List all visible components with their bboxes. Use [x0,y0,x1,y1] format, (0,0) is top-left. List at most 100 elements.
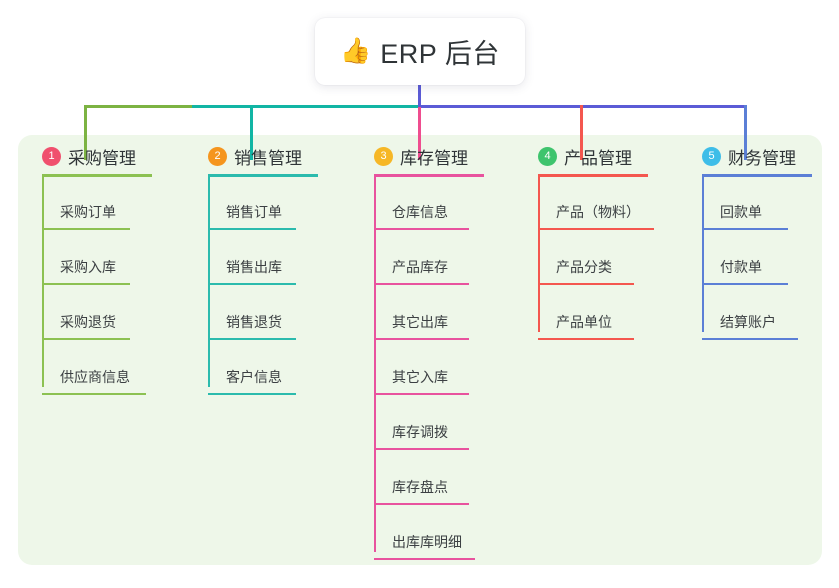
column-product-header-rule [538,174,648,177]
stub-purchase [84,105,87,160]
index-badge-icon: 4 [538,146,557,166]
stub-sales [250,105,253,160]
root-node-content: 👍 ERP 后台 [340,32,500,71]
column-inventory-spine [374,177,376,552]
index-badge-icon: 5 [702,146,721,166]
list-item-rule [374,228,469,230]
list-item-label: 库存调拨 [392,424,448,440]
list-item-label: 其它出库 [392,314,448,330]
list-item-rule [208,283,296,285]
list-item-rule [208,338,296,340]
list-item-label: 供应商信息 [60,369,130,385]
list-item-label: 回款单 [720,204,762,220]
list-item[interactable]: 销售出库 [202,232,318,287]
list-item[interactable]: 采购订单 [36,177,152,232]
list-item-label: 付款单 [720,259,762,275]
stub-inventory [418,105,421,160]
column-finance-title: 财务管理 [728,148,796,168]
column-sales-title: 销售管理 [234,148,302,168]
root-node-title: ERP 后台 [380,39,500,69]
list-item[interactable]: 采购退货 [36,287,152,342]
stub-finance [744,105,747,160]
list-item-rule [538,228,654,230]
list-item-label: 结算账户 [720,314,776,330]
column-finance-spine [702,177,704,332]
list-item-rule [208,228,296,230]
list-item-rule [374,558,475,560]
column-purchase-header-rule [42,174,152,177]
column-purchase-title: 采购管理 [68,148,136,168]
list-item-rule [374,338,469,340]
list-item[interactable]: 销售退货 [202,287,318,342]
list-item-label: 销售出库 [226,259,282,275]
list-item-label: 采购订单 [60,204,116,220]
list-item[interactable]: 其它出库 [368,287,484,342]
list-item-rule [374,448,469,450]
list-item-label: 出库库明细 [392,534,462,550]
list-item[interactable]: 付款单 [696,232,812,287]
list-item[interactable]: 客户信息 [202,342,318,397]
list-item-label: 产品单位 [556,314,612,330]
column-inventory-header[interactable]: 3 库存管理 [368,143,484,169]
list-item[interactable]: 产品单位 [532,287,648,342]
root-node-erp-backend[interactable]: 👍 ERP 后台 [315,18,525,85]
list-item[interactable]: 库存盘点 [368,452,484,507]
list-item[interactable]: 销售订单 [202,177,318,232]
list-item[interactable]: 产品库存 [368,232,484,287]
list-item-rule [374,393,469,395]
content-panel [18,135,822,565]
list-item[interactable]: 其它入库 [368,342,484,397]
list-item-label: 其它入库 [392,369,448,385]
list-item-label: 销售订单 [226,204,282,220]
list-item-rule [42,228,130,230]
index-badge-icon: 3 [374,146,393,166]
list-item-rule [42,393,146,395]
column-purchase-items: 采购订单采购入库采购退货供应商信息 [36,177,152,397]
column-inventory-items: 仓库信息产品库存其它出库其它入库库存调拨库存盘点出库库明细 [368,177,484,562]
column-sales-spine [208,177,210,387]
column-finance-items: 回款单付款单结算账户 [696,177,812,342]
column-product-spine [538,177,540,332]
column-finance[interactable]: 5 财务管理回款单付款单结算账户 [696,143,812,342]
column-purchase-spine [42,177,44,387]
list-item-rule [702,228,788,230]
list-item-rule [374,503,469,505]
list-item-label: 采购退货 [60,314,116,330]
list-item[interactable]: 结算账户 [696,287,812,342]
column-inventory-header-rule [374,174,484,177]
list-item-label: 仓库信息 [392,204,448,220]
list-item-rule [538,338,634,340]
list-item-rule [702,283,788,285]
list-item-rule [42,338,130,340]
list-item-rule [208,393,296,395]
stub-product [580,105,583,160]
list-item[interactable]: 库存调拨 [368,397,484,452]
list-item-label: 库存盘点 [392,479,448,495]
list-item-label: 客户信息 [226,369,282,385]
bar-segment-green [84,105,192,108]
column-inventory[interactable]: 3 库存管理仓库信息产品库存其它出库其它入库库存调拨库存盘点出库库明细 [368,143,484,562]
column-product[interactable]: 4 产品管理产品（物料） 产品分类产品单位 [532,143,654,342]
list-item[interactable]: 供应商信息 [36,342,152,397]
list-item-rule [538,283,634,285]
list-item-rule [42,283,130,285]
column-inventory-title: 库存管理 [400,148,468,168]
thumbs-up-icon: 👍 [340,37,372,65]
column-product-title: 产品管理 [564,148,632,168]
list-item[interactable]: 出库库明细 [368,507,484,562]
column-product-header[interactable]: 4 产品管理 [532,143,648,169]
list-item[interactable]: 回款单 [696,177,812,232]
list-item-rule [702,338,798,340]
list-item[interactable]: 采购入库 [36,232,152,287]
list-item[interactable]: 产品（物料） [532,177,654,232]
list-item[interactable]: 产品分类 [532,232,648,287]
column-finance-header[interactable]: 5 财务管理 [696,143,812,169]
list-item-label: 产品（物料） [556,204,640,220]
list-item[interactable]: 仓库信息 [368,177,484,232]
connector-trunk-vertical [418,85,421,107]
list-item-label: 产品库存 [392,259,448,275]
